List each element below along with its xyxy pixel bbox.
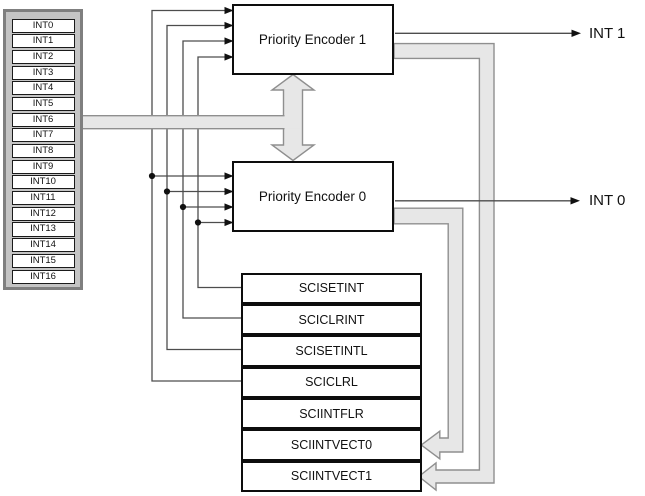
int-source-cell: INT6	[11, 112, 75, 127]
int-source-bus	[83, 115, 300, 130]
int-source-cell: INT0	[11, 18, 75, 33]
register-scisetintl: SCISETINTL	[241, 335, 422, 367]
int-source-cell: INT8	[11, 144, 75, 159]
int-source-cell: INT15	[11, 253, 75, 268]
register-sciintflr: SCIINTFLR	[241, 397, 422, 430]
priority-encoder-1-label: Priority Encoder 1	[258, 31, 367, 47]
signal-line-sciclrint	[166, 24, 241, 351]
int-source-cell: INT2	[11, 49, 75, 64]
int-source-cell: INT9	[11, 159, 75, 174]
encoder-input-arrowhead-icons	[224, 6, 234, 227]
junction-dots	[148, 172, 202, 226]
interrupt-source-block: INT0 INT1 INT2 INT3 INT4 INT5 INT6 INT7 …	[3, 9, 83, 290]
register-sciintvect0: SCIINTVECT0	[241, 429, 422, 461]
vector0-bus-arrow	[393, 207, 464, 461]
signal-line-sciclrl	[197, 56, 241, 289]
signal-lines	[151, 9, 241, 382]
register-sciclrint: SCICLRINT	[241, 303, 422, 336]
int-source-cell: INT10	[11, 175, 75, 190]
int-source-cell: INT5	[11, 96, 75, 112]
int-source-cell: INT7	[11, 128, 75, 143]
int0-output-arrow	[395, 197, 580, 205]
arrowhead-icon	[571, 29, 581, 37]
int-source-cell: INT13	[11, 222, 75, 237]
int1-output-label: INT 1	[589, 24, 626, 42]
int-source-cell: INT11	[11, 191, 75, 206]
priority-encoder-0-label: Priority Encoder 0	[258, 188, 367, 204]
register-scisetint: SCISETINT	[241, 272, 422, 304]
int-source-cell: INT4	[11, 81, 75, 96]
priority-encoder-1-box: Priority Encoder 1	[231, 3, 394, 75]
int1-output-arrow	[395, 29, 581, 37]
arrowhead-icon	[570, 197, 580, 205]
register-sciclrl: SCICLRL	[241, 366, 422, 398]
int0-output-label: INT 0	[589, 192, 626, 209]
sci-register-stack: SCISETINT SCICLRINT SCISETINTL SCICLRL S…	[241, 272, 422, 492]
register-sciintvect1: SCIINTVECT1	[241, 460, 422, 492]
signal-line-scisetintl	[182, 40, 241, 319]
int-source-cell: INT16	[11, 269, 75, 284]
signal-line-scisetint	[151, 9, 241, 382]
int-source-cell: INT14	[11, 238, 75, 253]
int-source-cell: INT12	[11, 206, 75, 221]
priority-encoder-0-box: Priority Encoder 0	[231, 160, 394, 232]
vector1-bus-arrow	[393, 42, 495, 492]
int-source-cell: INT3	[11, 65, 75, 80]
int-source-cell: INT1	[11, 34, 75, 49]
